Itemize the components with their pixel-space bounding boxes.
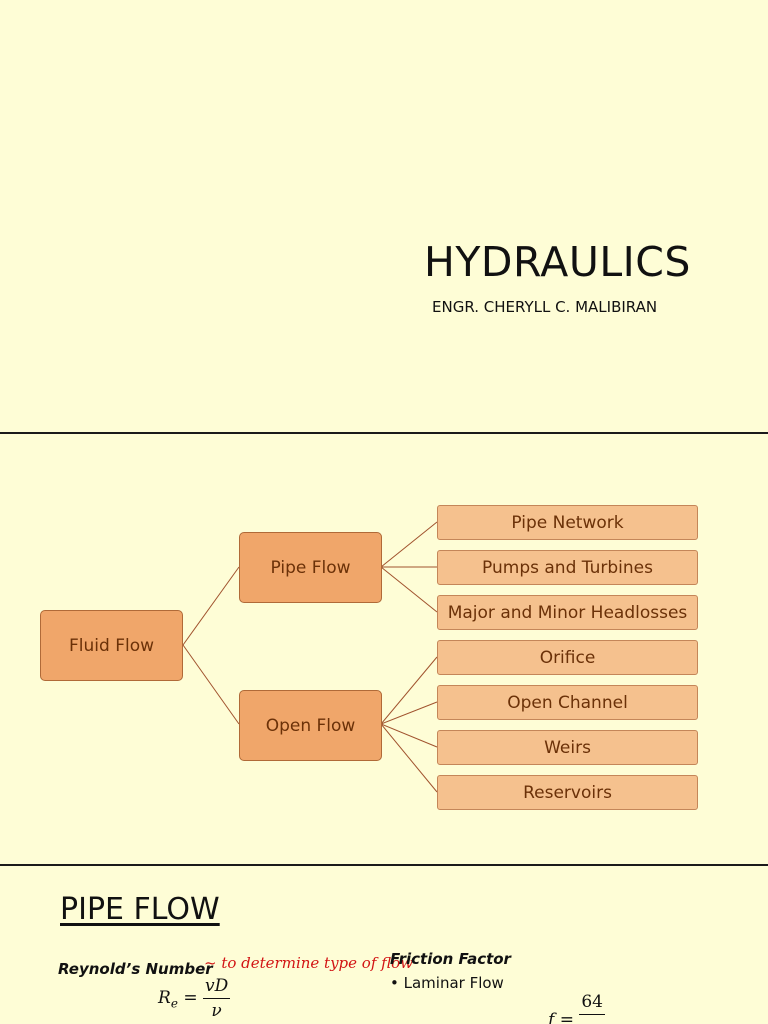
connector-open-reservoirs [380, 723, 438, 793]
slide-heading: PIPE FLOW [60, 892, 220, 927]
node-orifice: Orifice [437, 640, 698, 675]
node-reservoirs: Reservoirs [437, 775, 698, 810]
reynolds-number-label: Reynold’s Number [58, 960, 213, 978]
author-name: ENGR. CHERYLL C. MALIBIRAN [432, 298, 658, 316]
connector-open-channel [380, 701, 438, 725]
connector-root-open [182, 644, 240, 725]
slide-divider [0, 864, 768, 866]
diagram-slide: Fluid Flow Pipe Flow Open Flow Pipe Netw… [0, 434, 768, 864]
node-fluid-flow: Fluid Flow [40, 610, 183, 681]
node-open-channel: Open Channel [437, 685, 698, 720]
node-pipe-flow: Pipe Flow [239, 532, 382, 603]
friction-lhs: f = [548, 1010, 574, 1024]
friction-equation: f = 64 [548, 992, 605, 1024]
bullet-laminar-flow: • Laminar Flow [390, 974, 504, 992]
reynolds-denominator: ν [211, 1001, 222, 1021]
title-slide: HYDRAULICS ENGR. CHERYLL C. MALIBIRAN [0, 0, 768, 432]
reynolds-subscript: e [170, 996, 178, 1011]
diagram-connectors [182, 521, 438, 793]
reynolds-fraction: vD ν [202, 976, 231, 1021]
connector-open-weirs [380, 723, 438, 748]
friction-factor-label: Friction Factor [390, 950, 511, 968]
node-weirs: Weirs [437, 730, 698, 765]
presentation-title: HYDRAULICS [424, 238, 691, 286]
connector-pipe-network [380, 521, 438, 568]
handwritten-note: ~ to determine type of flow [204, 954, 414, 972]
pipe-flow-slide: PIPE FLOW Reynold’s Number ~ to determin… [0, 866, 768, 1024]
slide-divider [0, 432, 768, 434]
connector-root-pipe [182, 566, 240, 646]
node-headlosses: Major and Minor Headlosses [437, 595, 698, 630]
node-pipe-network: Pipe Network [437, 505, 698, 540]
reynolds-lhs: R [158, 988, 171, 1008]
reynolds-numerator: vD [202, 976, 231, 999]
connector-pipe-headlosses [380, 566, 438, 613]
reynolds-equation: Re = vD ν [158, 976, 231, 1021]
friction-fraction: 64 [579, 992, 605, 1015]
node-pumps-turbines: Pumps and Turbines [437, 550, 698, 585]
reynolds-equals: = [177, 988, 198, 1008]
connector-open-orifice [380, 656, 438, 725]
friction-numerator: 64 [579, 992, 605, 1015]
node-open-flow: Open Flow [239, 690, 382, 761]
